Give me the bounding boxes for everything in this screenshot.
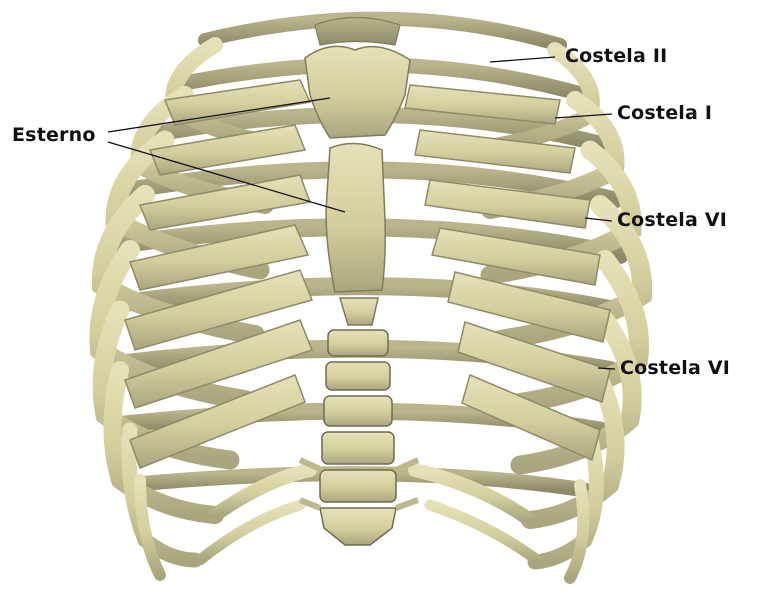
- manubrium: [305, 46, 410, 138]
- label-costela-6-lower: Costela VI: [620, 357, 730, 379]
- spine: [300, 330, 418, 545]
- label-costela-2: Costela II: [565, 45, 667, 67]
- xiphoid: [340, 298, 378, 325]
- sternum-body: [326, 143, 385, 292]
- top-vertebrae: [315, 18, 400, 46]
- label-costela-1: Costela I: [617, 102, 712, 124]
- label-esterno: Esterno: [12, 124, 96, 146]
- label-costela-6-upper: Costela VI: [617, 209, 727, 231]
- leader-costela-2: [490, 57, 555, 62]
